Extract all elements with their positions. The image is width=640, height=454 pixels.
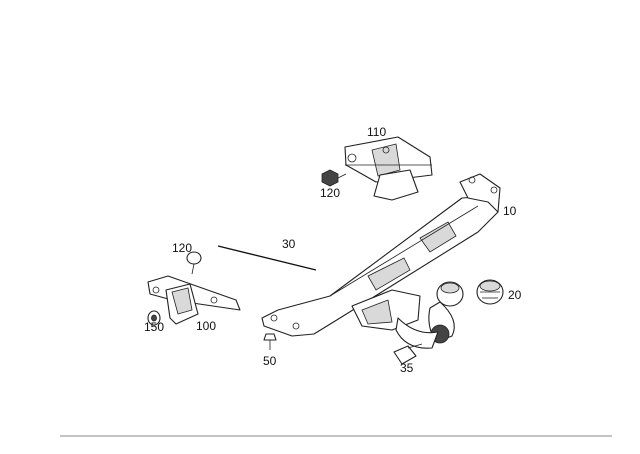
callout-20: 20 <box>508 288 522 302</box>
screw-50 <box>263 333 277 350</box>
bracket-100 <box>147 275 241 325</box>
bracket-110 <box>344 136 433 201</box>
callout-50: 50 <box>263 354 277 368</box>
nut-150 <box>147 310 161 326</box>
callout-120-left: 120 <box>172 241 192 255</box>
ball-coupling <box>351 281 464 349</box>
callout-30: 30 <box>282 237 296 251</box>
callout-35: 35 <box>400 361 414 375</box>
crossmember-10 <box>261 173 501 337</box>
callout-150: 150 <box>144 320 164 334</box>
socket-20 <box>476 279 504 305</box>
rod-30 <box>217 245 317 271</box>
callout-120-top: 120 <box>320 186 340 200</box>
callout-100: 100 <box>196 319 216 333</box>
callout-10: 10 <box>503 204 517 218</box>
bolt-120-top <box>321 169 347 187</box>
callout-110: 110 <box>367 125 386 139</box>
bolt-120-left <box>186 251 202 275</box>
connector-35 <box>393 343 423 365</box>
